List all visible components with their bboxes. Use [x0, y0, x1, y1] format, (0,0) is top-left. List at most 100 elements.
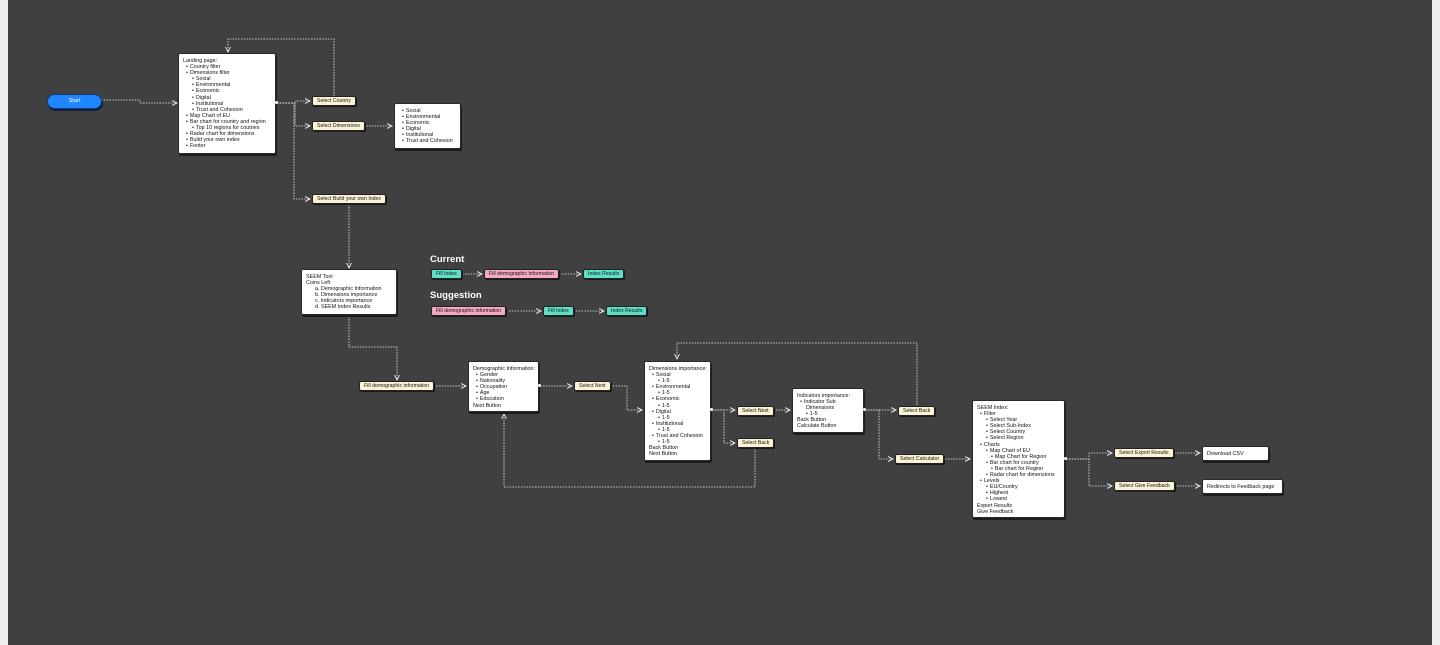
node-line: Institutional	[399, 132, 456, 138]
select-export-node[interactable]: Select Export Results	[1114, 448, 1174, 458]
node-line: Radar chart for dimensions	[183, 131, 271, 137]
node-line: Map Chart for Region	[977, 454, 1060, 460]
select-calculator-node[interactable]: Select Calculator	[895, 454, 945, 464]
seem-index-node: SEEM Index:FilterSelect YearSelect Sub-I…	[972, 400, 1065, 518]
node-line: Demographic Information:	[473, 366, 536, 372]
select-back-2-node[interactable]: Select Back	[898, 406, 936, 416]
node-line: Dimensions filter	[183, 70, 271, 76]
suggestion-step-index-results[interactable]: Index Results	[606, 306, 648, 316]
demographic-info-node: Demographic Information:GenderNationalit…	[468, 361, 539, 412]
node-line: Give Feedback	[977, 508, 1014, 515]
node-line: Coins Left	[306, 280, 331, 287]
current-heading: Current	[430, 254, 465, 265]
node-line: Economic	[399, 120, 456, 126]
node-line: Occupation	[473, 384, 534, 390]
node-line: 1-5	[649, 415, 706, 421]
dimensions-list-node: SocialEnvironmentalEconomicDigitalInstit…	[394, 103, 461, 149]
node-line: Build your own index	[183, 137, 271, 143]
select-feedback-node[interactable]: Select Give Feedback	[1114, 481, 1175, 491]
node-line: Indicators importance:	[797, 393, 851, 399]
node-line: 1-5	[649, 439, 706, 445]
select-next-node[interactable]: Select Next	[574, 381, 611, 391]
node-line: Environmental	[183, 82, 271, 88]
connector-dot	[863, 408, 866, 411]
node-line: Trust and Cohesion	[399, 138, 456, 144]
node-line: Education	[473, 396, 534, 402]
node-line: Next Button	[473, 402, 502, 409]
node-line: Country filter	[183, 64, 271, 70]
node-line: Calculate Button	[797, 423, 837, 430]
node-line: Select Year	[977, 417, 1060, 423]
indicators-importance-node: Indicators importance:Indicator SubDimen…	[792, 388, 864, 433]
node-line: Filter	[977, 411, 1060, 417]
node-line: 1-5	[649, 427, 706, 433]
download-csv-node: Download CSV	[1202, 446, 1269, 461]
select-country-node[interactable]: Select Country	[312, 96, 357, 106]
node-line: Footer	[183, 143, 271, 149]
node-line: a. Demographic Information	[315, 286, 382, 293]
node-line: SEEM Tool	[306, 274, 333, 280]
node-line: 1-5	[649, 378, 706, 384]
node-line: Bar chart for Region	[977, 466, 1060, 472]
node-line: Back Button	[797, 417, 827, 424]
fill-demographic-node[interactable]: Fill demographic information	[359, 381, 435, 391]
node-line: Institutional	[183, 101, 271, 107]
node-line: Nationality	[473, 378, 534, 384]
node-line: Top 10 regions for coutries	[183, 125, 271, 131]
node-line: Digital	[183, 95, 271, 101]
node-line: 1-5	[797, 411, 859, 417]
connector-dot	[538, 384, 541, 387]
node-line: Bar chart for country	[977, 460, 1060, 466]
node-line: Dimensions	[806, 405, 835, 412]
start-node[interactable]: Start	[47, 94, 102, 109]
node-line: Age	[473, 390, 534, 396]
node-line: Landing page:	[183, 58, 218, 64]
select-dimensions-node[interactable]: Select Dimensions	[312, 121, 365, 131]
connector-dot	[275, 101, 278, 104]
node-line: Social	[399, 108, 456, 114]
node-line: Export Results	[977, 502, 1013, 509]
connector-dot	[710, 408, 713, 411]
landing-page-node: Landing page:Country filterDimensions fi…	[178, 53, 276, 154]
suggestion-step-fill-index[interactable]: Fill Index	[543, 306, 574, 316]
redirect-feedback-node: Redirects to Feedback page	[1202, 479, 1283, 494]
node-line: Trust and Cohesion	[649, 433, 706, 439]
node-line: Next Button	[649, 451, 678, 458]
current-step-fill-index[interactable]: Fill Index	[431, 269, 462, 279]
node-line: Social	[649, 372, 706, 378]
current-step-fill-demographic[interactable]: Fill demographic information	[484, 269, 560, 279]
node-line: Select Sub-Index	[977, 423, 1060, 429]
node-line: Digital	[399, 126, 456, 132]
node-line: Map Chart of EU	[183, 113, 271, 119]
node-line: Institutional	[649, 421, 706, 427]
node-line: Indicator Sub	[797, 399, 859, 405]
node-line: SEEM Index:	[977, 405, 1009, 411]
node-line: Lowest	[977, 496, 1060, 502]
select-build-index-node[interactable]: Select Build your own Index	[312, 194, 387, 204]
current-step-index-results[interactable]: Index Results	[583, 269, 625, 279]
node-line: Dimensions importance:	[649, 366, 707, 372]
node-line: Environmental	[399, 114, 456, 120]
node-line: Select Country	[977, 429, 1060, 435]
node-line: Economic	[183, 88, 271, 94]
suggestion-heading: Suggestion	[430, 290, 482, 301]
node-line: Social	[183, 76, 271, 82]
select-back-node[interactable]: Select Back	[737, 438, 775, 448]
node-line: Trust and Cohesion	[183, 107, 271, 113]
node-line: Highest	[977, 490, 1060, 496]
node-line: Economic	[649, 396, 706, 402]
node-line: Back Button	[649, 445, 679, 452]
node-line: Select Region	[977, 435, 1060, 441]
node-line: b. Dimensions importance	[315, 292, 378, 299]
connector-dot	[1064, 457, 1067, 460]
select-next-2-node[interactable]: Select Next	[737, 406, 774, 416]
node-line: Map Chart of EU	[977, 448, 1060, 454]
node-line: Digital	[649, 409, 706, 415]
node-line: d. SEEM Index Results	[315, 304, 371, 311]
node-line: Environmental	[649, 384, 706, 390]
node-line: 1-5	[649, 390, 706, 396]
node-line: 1-5	[649, 403, 706, 409]
node-line: EU/Country	[977, 484, 1060, 490]
suggestion-step-fill-demographic[interactable]: Fill demographic information	[431, 306, 507, 316]
